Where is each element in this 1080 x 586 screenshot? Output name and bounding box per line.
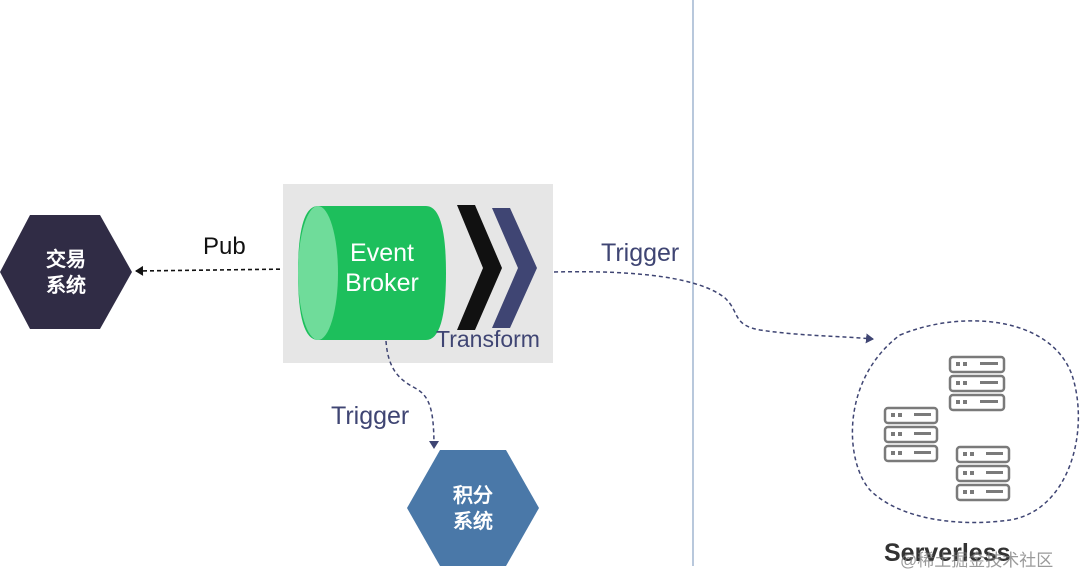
transform-chevron-navy	[492, 208, 537, 328]
trading-system-line1: 交易	[46, 247, 86, 271]
trigger-right-label: Trigger	[601, 239, 680, 267]
trigger-right-arrow	[553, 270, 874, 344]
watermark: @稀土掘金技术社区	[900, 551, 1054, 570]
pub-label: Pub	[203, 233, 246, 260]
event-broker-label: Event Broker	[330, 238, 434, 298]
pub-arrow	[135, 264, 293, 276]
server-rack-icon	[955, 445, 1011, 502]
points-system-line1: 积分	[453, 483, 493, 507]
event-broker-line1: Event	[350, 239, 414, 267]
trading-system-hexagon	[0, 215, 132, 329]
event-broker-line2: Broker	[345, 269, 419, 297]
serverless-label: Serverless	[884, 539, 1011, 567]
server-rack-icon	[948, 355, 1006, 412]
trigger-down-label: Trigger	[331, 402, 410, 430]
points-system-label: 积分 系统	[433, 482, 513, 534]
trading-system-label: 交易 系统	[26, 246, 106, 298]
serverless-cloud	[851, 320, 1080, 524]
transform-chevron-black	[457, 205, 502, 330]
trigger-down-arrow	[385, 340, 439, 449]
transform-label: Transform	[436, 326, 540, 352]
points-system-line2: 系统	[453, 509, 493, 533]
event-broker-cylinder-cap	[298, 206, 338, 340]
server-rack-icon	[883, 406, 939, 463]
trading-system-line2: 系统	[46, 273, 86, 297]
points-system-hexagon	[407, 450, 539, 566]
